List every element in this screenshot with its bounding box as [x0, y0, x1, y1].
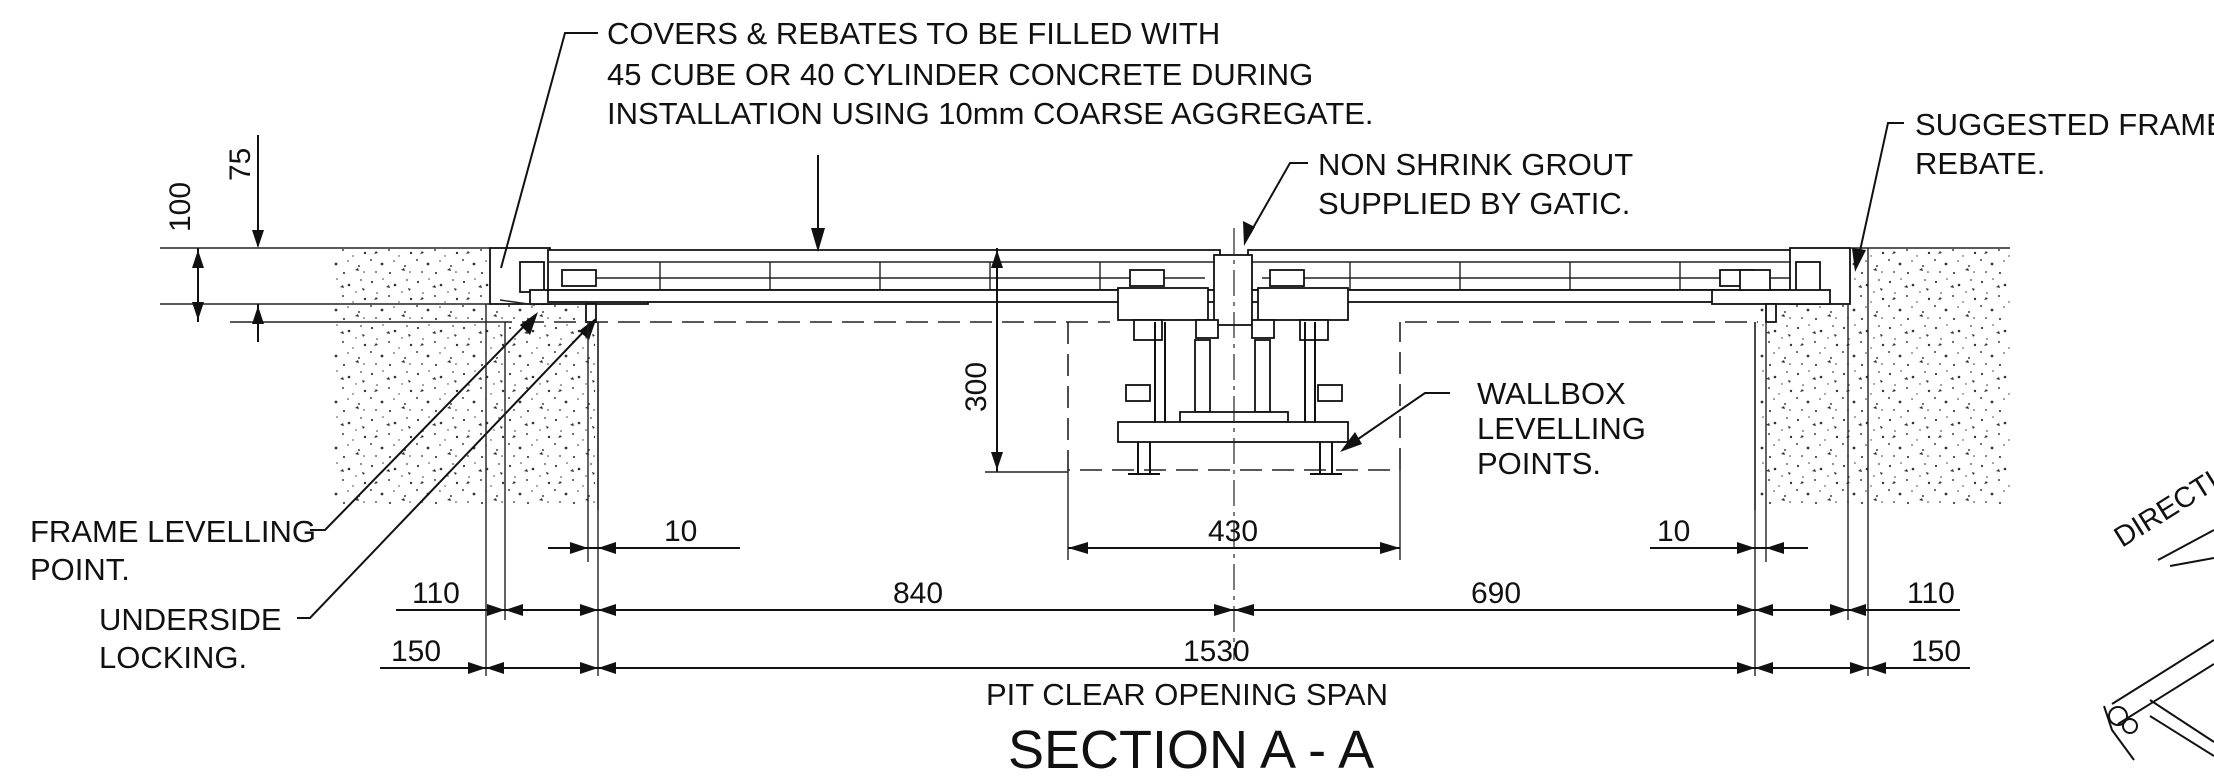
covers-note-line3: INSTALLATION USING 10mm COARSE AGGREGATE… [607, 96, 1374, 131]
dim-1530: 1530 [1183, 635, 1250, 668]
dim-690: 690 [1471, 577, 1521, 610]
frame-rebate-note-line2: REBATE. [1915, 146, 2045, 181]
dim-75: 75 [224, 148, 257, 181]
dim-150-right: 150 [1911, 635, 1961, 668]
dim-840: 840 [893, 577, 943, 610]
cover-right [1247, 249, 1819, 291]
wallbox-note-line1: WALLBOX [1477, 376, 1626, 411]
frame-right [1711, 247, 1851, 323]
covers-note-line1: COVERS & REBATES TO BE FILLED WITH [607, 16, 1220, 51]
dim-430: 430 [1208, 515, 1258, 548]
direction-callout: DIRECTI [2103, 465, 2214, 761]
central-support [1117, 254, 1349, 475]
horizontal-dimensions [380, 248, 1970, 676]
underside-locking-note-line2: LOCKING. [99, 640, 247, 675]
direction-text: DIRECTI [2109, 465, 2214, 554]
frame-rebate-note-line1: SUGGESTED FRAME [1915, 107, 2214, 142]
cover-left [547, 249, 1221, 291]
wallbox-note-line2: LEVELLING [1477, 411, 1646, 446]
frame-levelling-note-line2: POINT. [30, 552, 130, 587]
dim-110-left: 110 [412, 577, 460, 610]
dim-150-left: 150 [391, 635, 441, 668]
frame-levelling-note-line1: FRAME LEVELLING [30, 514, 316, 549]
dimension-text: 100 75 300 10 430 10 110 840 690 110 150… [164, 148, 1961, 712]
dim-300: 300 [960, 362, 993, 412]
dim-10-left: 10 [664, 515, 697, 548]
grout-note-line1: NON SHRINK GROUT [1318, 147, 1633, 182]
annotation-text: COVERS & REBATES TO BE FILLED WITH 45 CU… [30, 16, 2214, 675]
vertical-dimensions [192, 135, 1068, 473]
wallbox-note-line3: POINTS. [1477, 446, 1601, 481]
grout-note-line2: SUPPLIED BY GATIC. [1318, 186, 1630, 221]
covers-note-line2: 45 CUBE OR 40 CYLINDER CONCRETE DURING [607, 57, 1313, 92]
section-title: SECTION A - A [1008, 720, 1374, 777]
dim-10-right: 10 [1657, 515, 1690, 548]
span-label: PIT CLEAR OPENING SPAN [986, 677, 1388, 712]
concrete-surround-right [1758, 247, 2010, 508]
dim-100: 100 [164, 182, 197, 232]
dim-110-right: 110 [1907, 577, 1955, 610]
underside-locking-note-line1: UNDERSIDE [99, 602, 282, 637]
concrete-surround-left [332, 247, 595, 508]
